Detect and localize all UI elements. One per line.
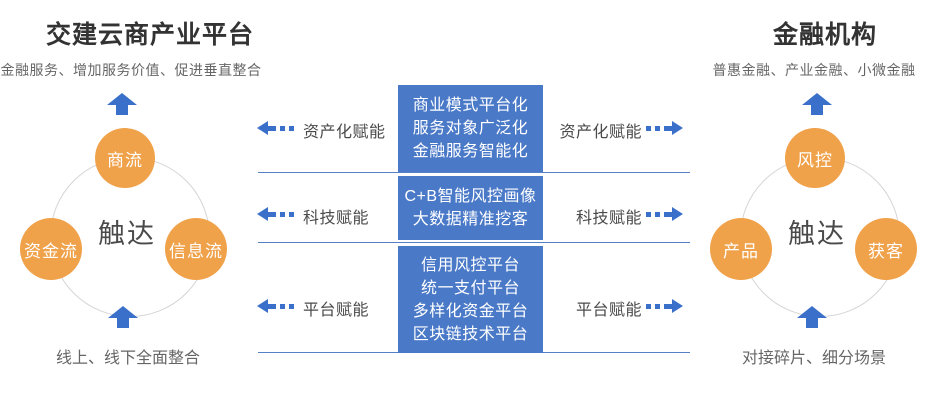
up-arrow-icon — [108, 306, 138, 328]
up-arrow-icon — [797, 306, 827, 328]
node-circle-fengkong: 风控 — [785, 128, 845, 188]
node-circle-shangliu: 商流 — [95, 128, 155, 188]
row-label-platform-left: 平台赋能 — [303, 302, 370, 319]
box-line: C+B智能风控画像 — [404, 188, 537, 205]
row-label-tech-left: 科技赋能 — [303, 210, 370, 227]
capability-box-business-model: 商业模式平台化 服务对象广泛化 金融服务智能化 — [398, 85, 543, 172]
dashed-arrow-left-icon — [257, 299, 294, 313]
node-circle-zijinliu: 资金流 — [20, 218, 82, 280]
box-line: 金融服务智能化 — [412, 143, 529, 160]
node-circle-chanpin: 产品 — [710, 218, 772, 280]
left-panel-caption: 线上、线下全面整合 — [55, 350, 200, 367]
right-hub-label: 触达 — [788, 219, 846, 249]
arrow-stem — [117, 318, 129, 328]
arrow-head — [802, 93, 832, 105]
arrow-stem — [811, 105, 823, 115]
right-panel-subtitle: 普惠金融、产业金融、小微金融 — [712, 62, 916, 78]
dashed-arrow-right-icon — [646, 121, 683, 135]
box-line: 商业模式平台化 — [412, 97, 529, 114]
box-line: 信用风控平台 — [420, 256, 520, 274]
box-line: 多样化资金平台 — [412, 302, 529, 320]
row-label-platform-right: 平台赋能 — [575, 302, 642, 319]
node-circle-huoke: 获客 — [855, 218, 917, 280]
row-label-asset-right: 资产化赋能 — [559, 124, 642, 141]
arrow-head — [107, 93, 137, 105]
left-panel-subtitle: 金融服务、增加服务价值、促进垂直整合 — [0, 62, 262, 78]
dashed-arrow-right-icon — [646, 207, 683, 221]
row-divider-line — [258, 242, 690, 243]
dashed-arrow-right-icon — [646, 299, 683, 313]
arrow-head — [108, 306, 138, 318]
left-hub-label: 触达 — [98, 219, 156, 249]
box-line: 服务对象广泛化 — [412, 120, 529, 137]
dashed-arrow-left-icon — [257, 207, 294, 221]
box-line: 大数据精准挖客 — [412, 211, 529, 228]
arrow-stem — [806, 318, 818, 328]
up-arrow-icon — [802, 93, 832, 115]
capability-box-risk-profile: C+B智能风控画像 大数据精准挖客 — [398, 176, 543, 240]
right-panel-caption: 对接碎片、细分场景 — [741, 350, 886, 367]
arrow-stem — [116, 105, 128, 115]
box-line: 区块链技术平台 — [412, 325, 529, 343]
right-panel-title: 金融机构 — [772, 21, 877, 49]
box-line: 统一支付平台 — [420, 279, 520, 297]
node-circle-xinxiliu: 信息流 — [165, 218, 227, 280]
capability-box-platforms: 信用风控平台 统一支付平台 多样化资金平台 区块链技术平台 — [398, 246, 543, 353]
left-panel-title: 交建云商产业平台 — [45, 21, 254, 49]
dashed-arrow-left-icon — [257, 121, 294, 135]
row-label-tech-right: 科技赋能 — [575, 210, 642, 227]
arrow-head — [797, 306, 827, 318]
up-arrow-icon — [107, 93, 137, 115]
row-divider-line — [258, 172, 690, 173]
row-label-asset-left: 资产化赋能 — [303, 124, 386, 141]
